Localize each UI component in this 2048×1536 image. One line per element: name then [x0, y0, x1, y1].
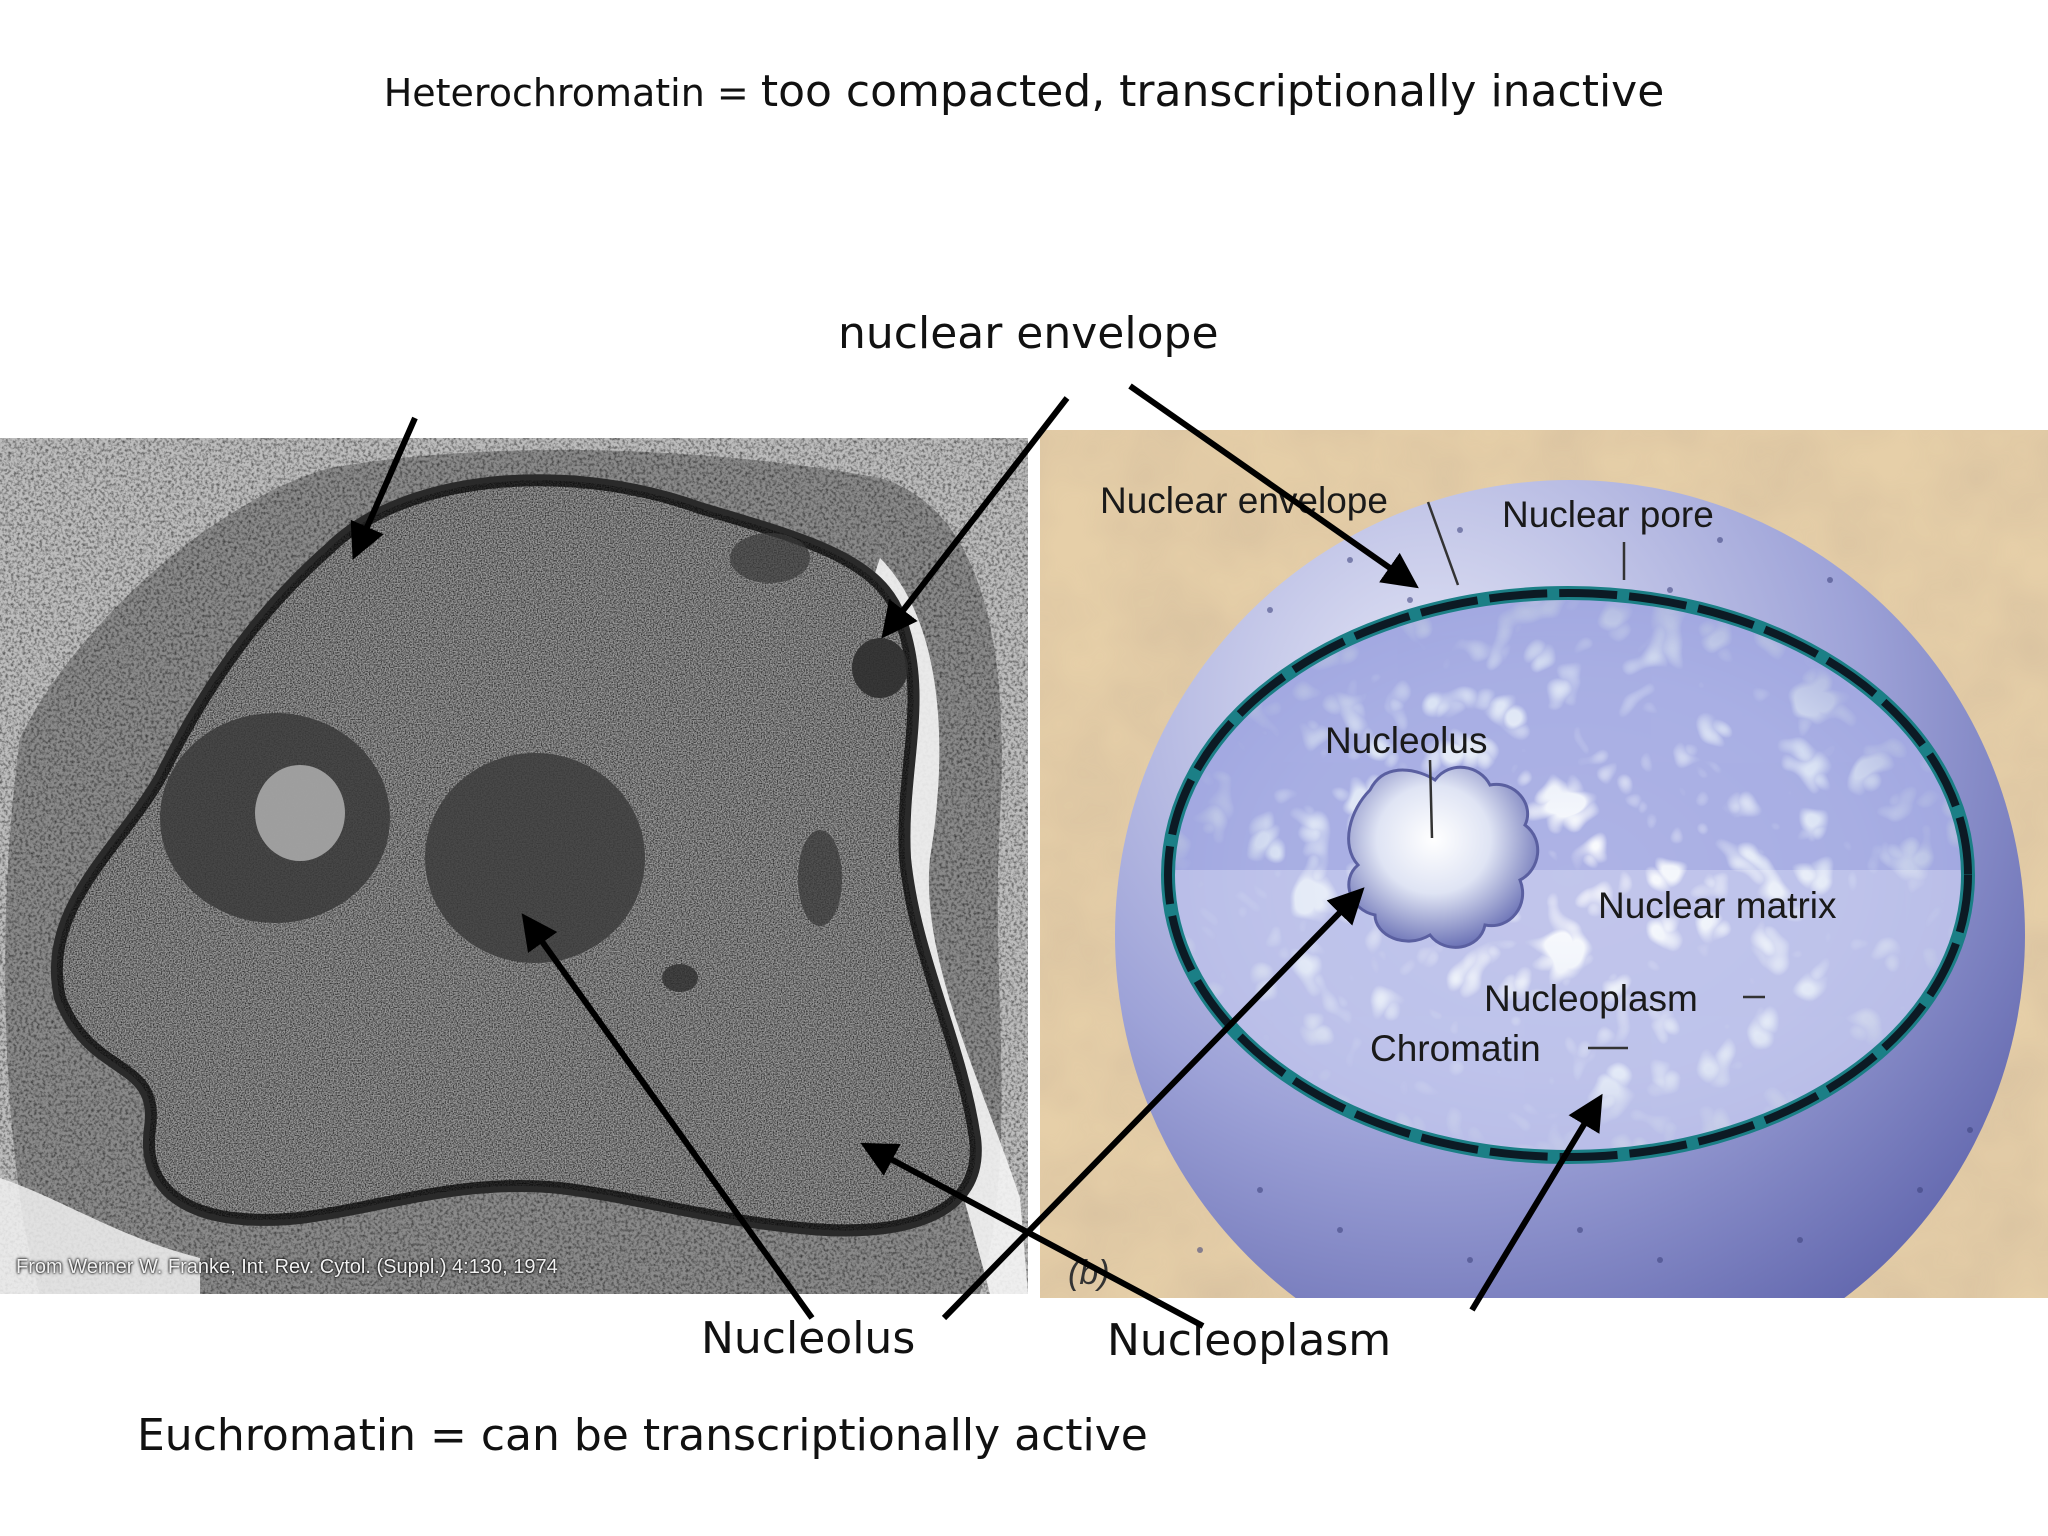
title-definition: too compacted, transcriptionally inactiv…	[760, 66, 1665, 117]
illustration-label-nuclear-envelope: Nuclear envelope	[1100, 480, 1388, 521]
illustration-label-nucleolus: Nucleolus	[1325, 720, 1488, 761]
micrograph-credit: From Werner W. Franke, Int. Rev. Cytol. …	[16, 1256, 558, 1278]
electron-micrograph: From Werner W. Franke, Int. Rev. Cytol. …	[0, 438, 1028, 1294]
label-nuclear-envelope: nuclear envelope	[838, 308, 1219, 359]
micrograph-image	[0, 438, 1028, 1294]
nucleus-illustration: Nuclear envelope Nuclear pore Nucleolus …	[1040, 430, 2048, 1390]
illustration-label-nucleoplasm: Nucleoplasm	[1484, 978, 1698, 1019]
footer-euchromatin: Euchromatin = can be transcriptionally a…	[137, 1410, 1148, 1461]
illustration-image	[1040, 430, 2048, 1390]
label-nucleoplasm: Nucleoplasm	[1107, 1315, 1392, 1366]
label-nucleolus: Nucleolus	[701, 1313, 916, 1364]
slide-title: Heterochromatin = too compacted, transcr…	[0, 66, 2048, 117]
illustration-label-chromatin: Chromatin	[1370, 1028, 1541, 1069]
title-term: Heterochromatin =	[383, 71, 761, 115]
illustration-panel-letter: (b)	[1068, 1254, 1110, 1292]
illustration-label-nuclear-pore: Nuclear pore	[1502, 494, 1714, 535]
illustration-label-nuclear-matrix: Nuclear matrix	[1598, 885, 1837, 926]
